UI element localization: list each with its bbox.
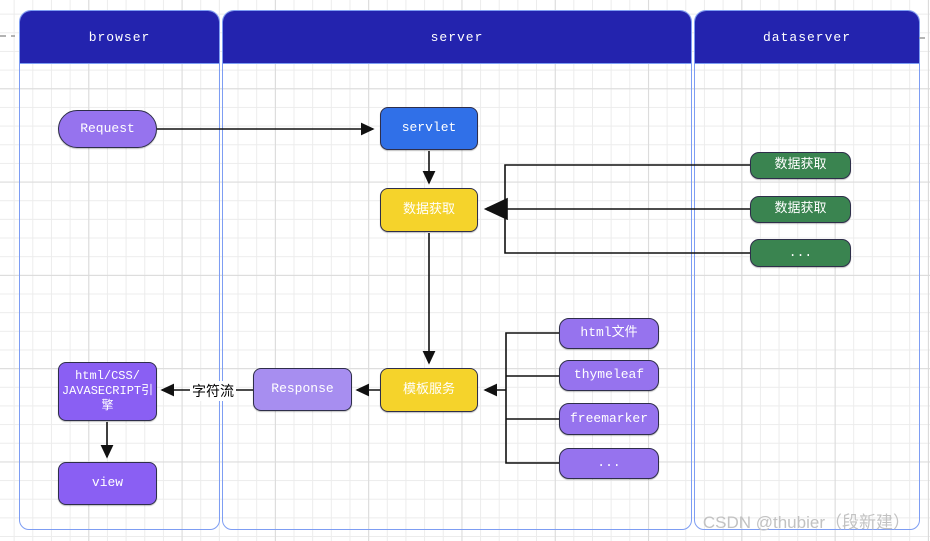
template-service-node: 模板服务	[380, 368, 478, 412]
dataserver-fetch-node-1: 数据获取	[750, 152, 851, 179]
view-node: view	[58, 462, 157, 505]
html-css-javascript-engine-node: html/CSS/ JAVASECRIPT引 擎	[58, 362, 157, 421]
template-freemarker-node: freemarker	[559, 403, 659, 435]
template-thymeleaf-node: thymeleaf	[559, 360, 659, 391]
dataserver-fetch-node-more: ...	[750, 239, 851, 267]
template-html-file-node: html文件	[559, 318, 659, 349]
lane-server: server	[222, 10, 692, 530]
char-stream-edge-label: 字符流	[190, 381, 236, 401]
lane-dataserver-header: dataserver	[695, 11, 919, 64]
lane-browser-header: browser	[20, 11, 219, 64]
lane-server-header: server	[223, 11, 691, 64]
servlet-node: servlet	[380, 107, 478, 150]
lane-browser: browser	[19, 10, 220, 530]
dataserver-fetch-node-2: 数据获取	[750, 196, 851, 223]
response-node: Response	[253, 368, 352, 411]
request-node: Request	[58, 110, 157, 148]
template-more-node: ...	[559, 448, 659, 479]
csdn-watermark: CSDN @thubier（段新建）	[702, 513, 910, 532]
server-data-fetch-node: 数据获取	[380, 188, 478, 232]
lane-dataserver: dataserver	[694, 10, 920, 530]
